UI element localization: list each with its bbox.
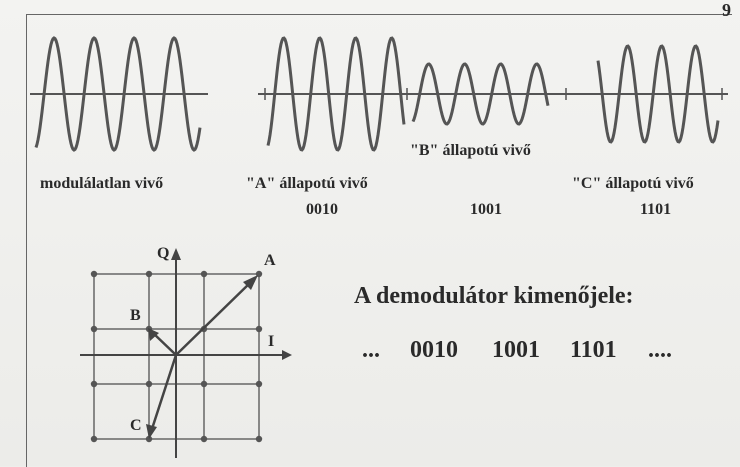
constellation-point [255, 380, 263, 388]
waveform-b [410, 62, 568, 126]
i-axis-arrowhead [282, 350, 292, 360]
code-state-a: 0010 [306, 201, 338, 218]
vector-c [149, 354, 178, 433]
constellation-points [90, 270, 263, 443]
point-a-label: A [264, 252, 276, 269]
demodulator-title: A demodulátor kimenőjele: [354, 283, 634, 309]
frame-border [26, 14, 732, 467]
sequence-code-3: 1101 [570, 337, 617, 363]
vector-c-arrowhead [146, 424, 157, 439]
sequence-code-1: 0010 [410, 337, 458, 363]
q-axis-arrowhead [171, 248, 181, 260]
demodulator-sequence: ... 0010 1001 1101 .... [362, 337, 682, 371]
waveform-curve [34, 36, 202, 152]
constellation-point [255, 325, 263, 333]
point-c-label: C [130, 417, 142, 434]
constellation-point [90, 380, 98, 388]
sequence-code-2: 1001 [492, 337, 540, 363]
code-state-c: 1101 [640, 201, 672, 218]
code-state-b: 1001 [470, 201, 502, 218]
constellation-point [90, 270, 98, 278]
q-axis-label: Q [157, 245, 170, 262]
point-b-label: B [130, 307, 141, 324]
waveform-curve [411, 62, 550, 126]
constellation-point [90, 435, 98, 443]
constellation-point [145, 270, 153, 278]
waveform-unmodulated [30, 36, 208, 152]
caption-state-b: "B" állapotú vivő [410, 142, 531, 159]
vector-a-arrowhead [243, 275, 258, 290]
constellation-point [200, 270, 208, 278]
vector-a [175, 280, 253, 356]
i-axis-label: I [268, 333, 275, 350]
caption-state-a: "A" állapotú vivő [246, 175, 368, 192]
waveform-curve [266, 36, 406, 152]
waveform-a [258, 36, 410, 152]
constellation-point [145, 380, 153, 388]
constellation-point [90, 325, 98, 333]
caption-unmodulated: modulálatlan vivő [40, 175, 164, 192]
page-number: 9 [722, 0, 731, 20]
vector-b [152, 332, 177, 356]
constellation [80, 248, 292, 458]
constellation-point [200, 435, 208, 443]
caption-state-c: "C" állapotú vivő [572, 175, 694, 192]
waveform-curve [596, 44, 720, 144]
sequence-trailing-dots: .... [648, 337, 672, 363]
vector-b-arrowhead [148, 328, 159, 341]
waveform-c [566, 44, 728, 144]
constellation-point [255, 435, 263, 443]
sequence-leading-dots: ... [362, 337, 380, 363]
constellation-point [200, 380, 208, 388]
